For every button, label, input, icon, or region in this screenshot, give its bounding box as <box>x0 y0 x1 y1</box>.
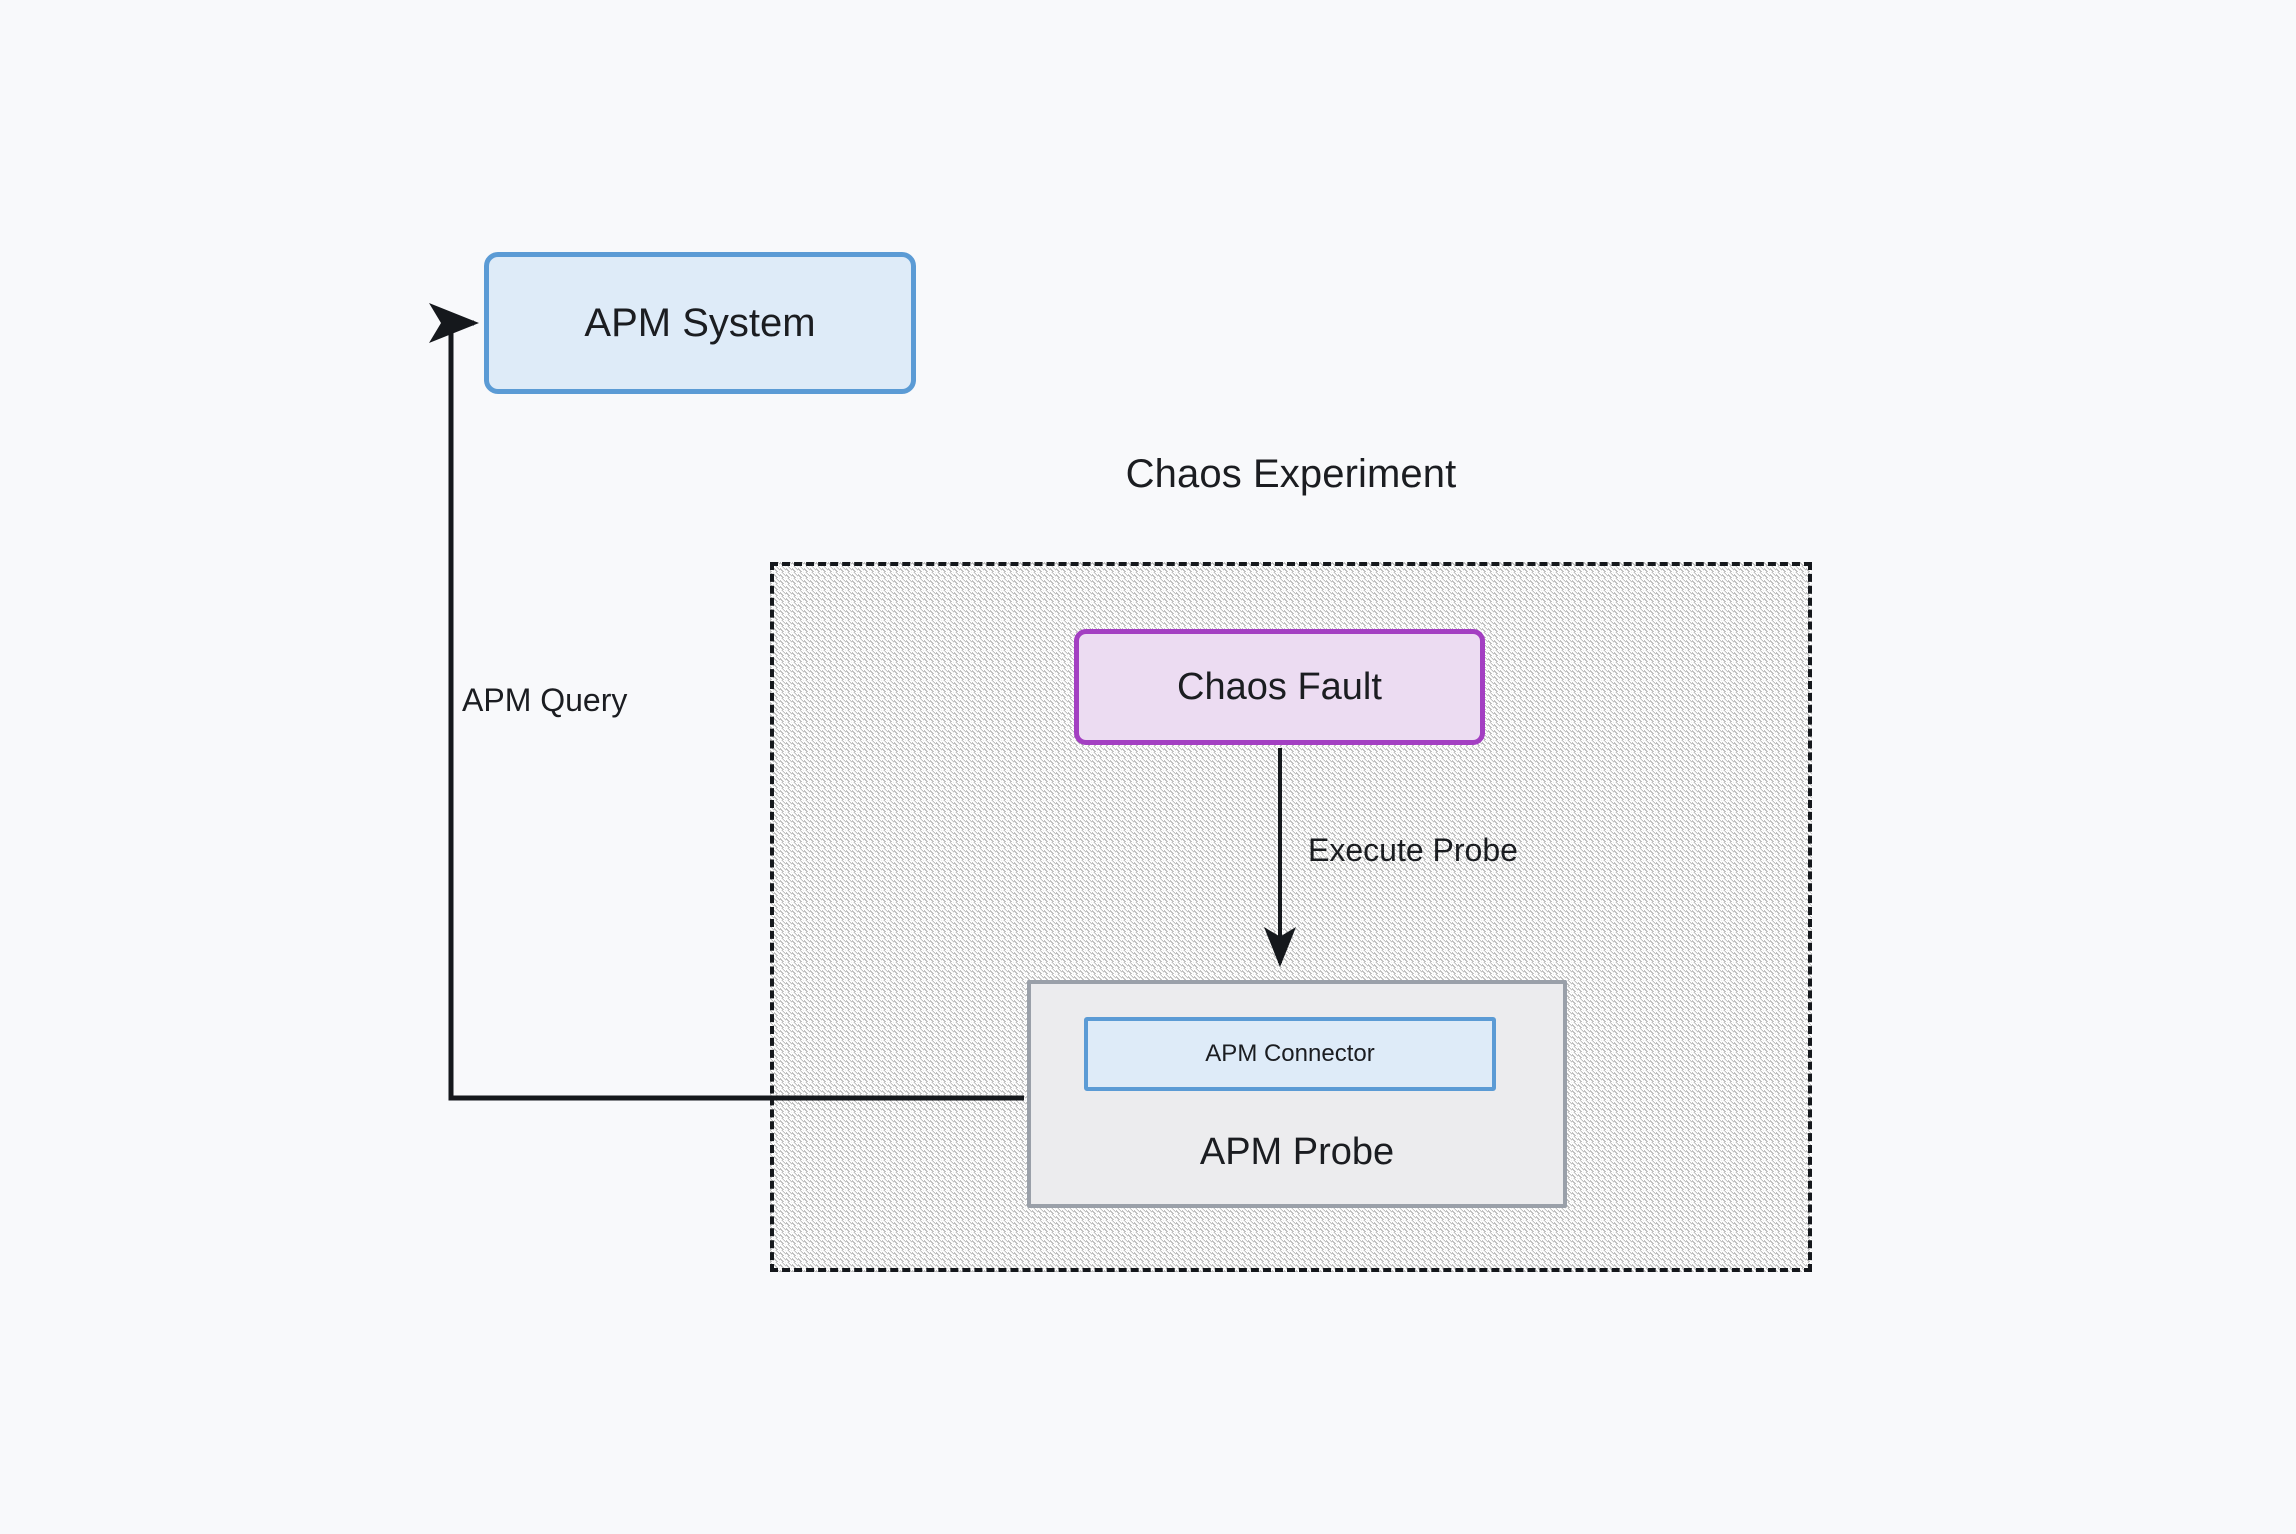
edge-label-apm-query: APM Query <box>462 682 628 718</box>
node-apm-connector-label: APM Connector <box>1205 1040 1375 1067</box>
edge-label-execute-probe: Execute Probe <box>1308 832 1518 868</box>
node-apm-connector[interactable]: APM Connector <box>1084 1017 1496 1091</box>
node-chaos-fault[interactable]: Chaos Fault <box>1074 629 1485 745</box>
node-apm-probe-label: APM Probe <box>1199 1131 1395 1173</box>
node-chaos-fault-label: Chaos Fault <box>1177 665 1382 708</box>
node-apm-system-label: APM System <box>584 300 816 345</box>
node-apm-probe[interactable]: APM Connector APM Probe <box>1027 980 1567 1208</box>
chaos-experiment-title: Chaos Experiment <box>1125 452 1457 496</box>
node-apm-system[interactable]: APM System <box>484 252 916 394</box>
